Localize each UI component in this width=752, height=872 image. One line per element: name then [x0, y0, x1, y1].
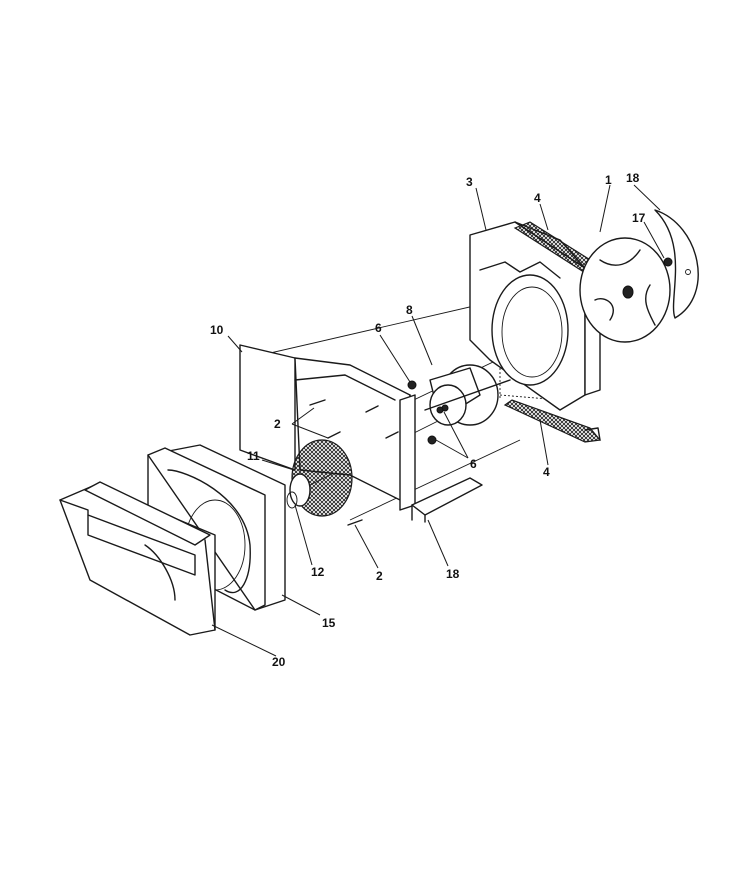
part-fan-blade [579, 237, 671, 343]
callout-10: 10 [210, 323, 224, 337]
callout-6-bottom: 6 [470, 457, 477, 471]
part-screws [309, 399, 399, 526]
callout-18-bottom: 18 [446, 567, 460, 581]
callout-6-top: 6 [375, 321, 382, 335]
callout-1: 1 [605, 173, 612, 187]
callout-2-top: 2 [274, 417, 281, 431]
callout-4-bottom: 4 [543, 465, 550, 479]
part-motor [424, 364, 511, 426]
part-mounting-nuts [407, 380, 444, 445]
callout-labels: 1 18 17 3 4 8 6 10 2 11 6 4 12 2 18 15 2… [210, 171, 646, 669]
callout-17: 17 [632, 211, 646, 225]
callout-18-top: 18 [626, 171, 640, 185]
part-shroud-orifice [469, 221, 601, 411]
part-rail-bottom [503, 399, 602, 443]
callout-11: 11 [247, 449, 260, 463]
part-nut [663, 257, 691, 275]
callout-3: 3 [466, 175, 473, 189]
callout-4-top: 4 [534, 191, 541, 205]
part-blower-wheel [289, 439, 353, 517]
callout-20: 20 [272, 655, 286, 669]
part-fan-shroud-ring [654, 209, 699, 319]
callout-15: 15 [322, 616, 336, 630]
callout-2-bottom: 2 [376, 569, 383, 583]
callout-12: 12 [311, 565, 325, 579]
part-clamp [286, 491, 298, 509]
callout-8: 8 [406, 303, 413, 317]
leader-lines [211, 184, 665, 657]
part-front-panel [59, 481, 216, 636]
part-support-bracket [411, 477, 483, 523]
